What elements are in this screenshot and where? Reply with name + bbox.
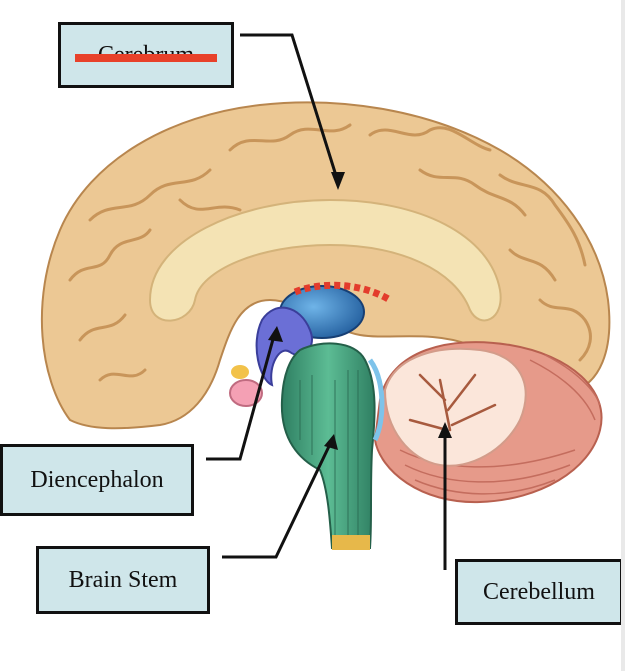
pituitary [229,379,263,407]
cerebellum-folia [399,354,601,495]
arbor-vitae [408,373,497,432]
corpus-callosum [148,198,502,322]
cortex-folds [68,123,592,382]
arrowheads [268,172,452,450]
leader-lines [206,33,447,570]
cerebellum-inner [383,347,527,467]
fourth-ventricle [367,358,385,442]
optic-chiasm [231,365,249,379]
brain-stem-lines [299,370,359,545]
label-diencephalon: Diencephalon [0,444,194,516]
label-brain-stem-text: Brain Stem [68,566,178,593]
strikethrough-mark [75,54,217,62]
label-cerebellum: Cerebellum [455,559,623,625]
label-diencephalon-text: Diencephalon [30,466,164,493]
spinal-cord-base [332,535,370,550]
label-cerebrum: Cerebrum [58,22,234,88]
cerebrum-shape [40,101,611,430]
edge-bar [621,0,625,671]
label-cerebellum-text: Cerebellum [483,578,595,605]
label-brain-stem: Brain Stem [36,546,210,614]
diencephalon-shape [255,306,313,387]
